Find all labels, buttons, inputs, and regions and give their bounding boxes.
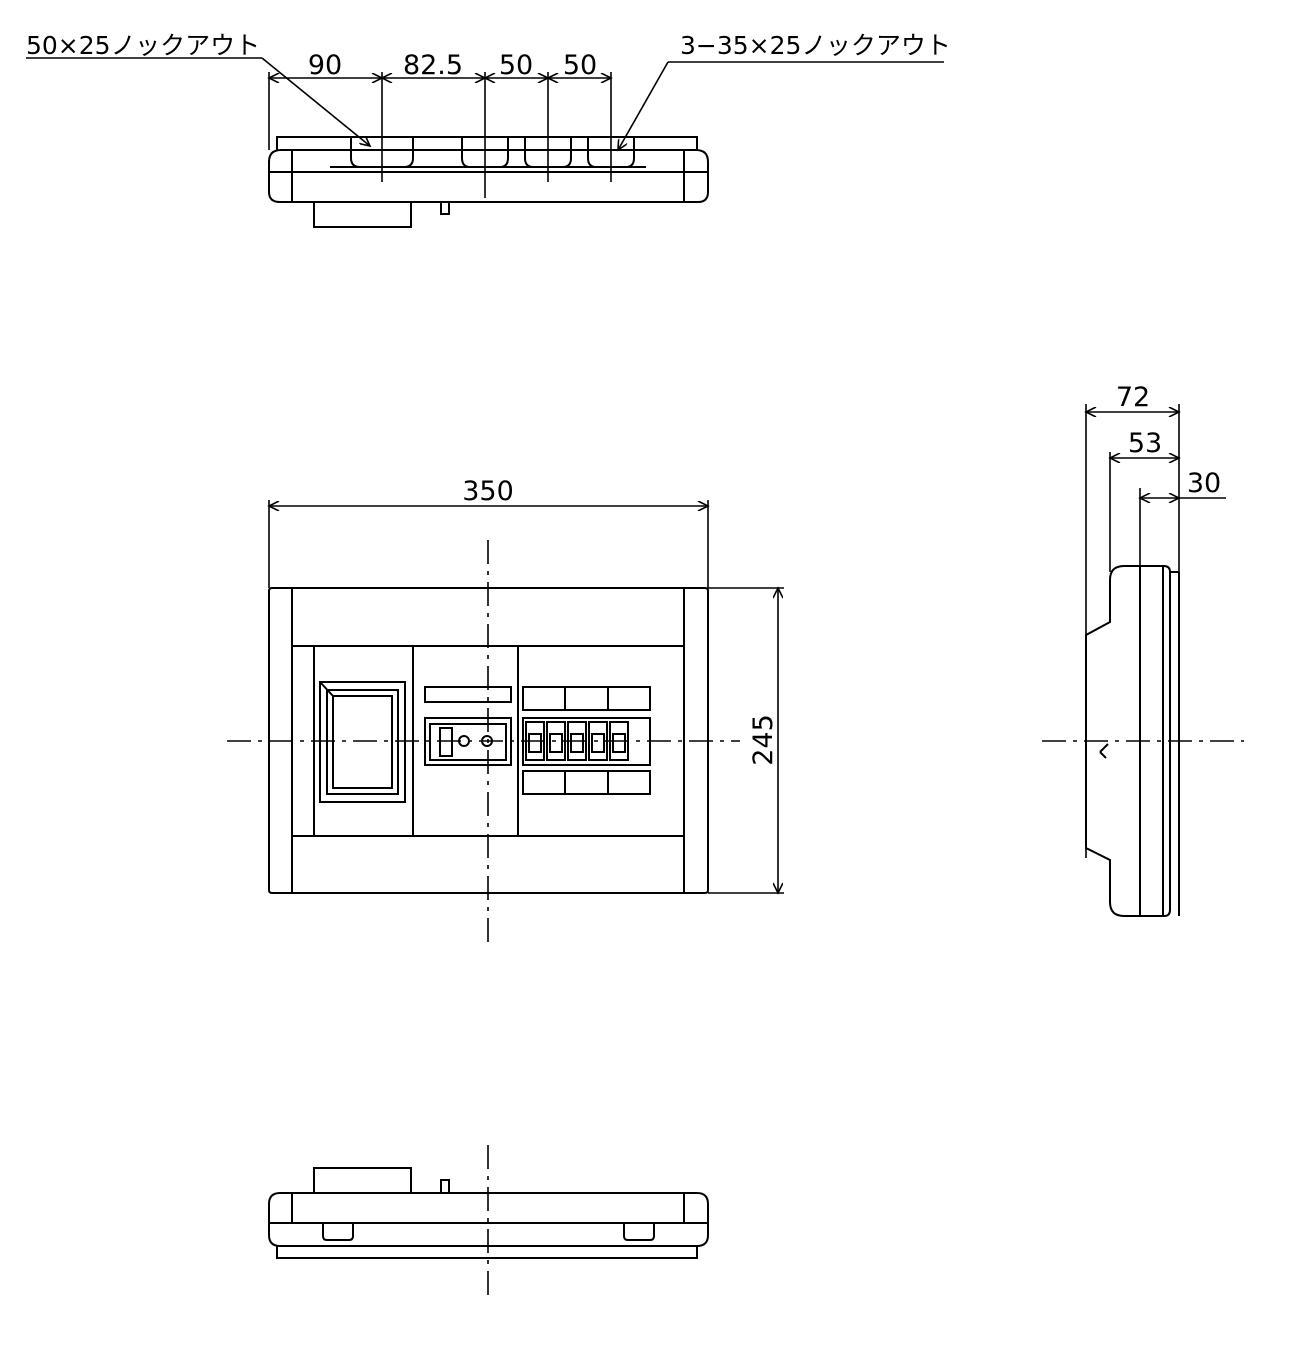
dim-90: 90 [308,50,342,81]
knockout-right-label: 3−35×25ノックアウト [680,31,951,60]
width-dim-350: 350 [462,476,514,507]
dim-50-b: 50 [563,50,597,81]
bottom-view [268,1145,709,1296]
dim-82-5: 82.5 [403,50,463,81]
height-dim-245: 245 [748,714,779,766]
side-view: 72 53 30 [1042,382,1244,917]
side-dim-30: 30 [1187,468,1221,499]
side-dim-72: 72 [1116,382,1150,413]
knockout-left-label: 50×25ノックアウト [26,31,260,60]
front-view: 350 245 [227,476,784,948]
top-dimension-chain [269,72,611,198]
side-dim-53: 53 [1128,428,1162,459]
top-view-body [268,136,709,228]
top-view: 50×25ノックアウト 3−35×25ノックアウト 90 82.5 50 50 [26,31,951,228]
knockout-right-leader [618,61,669,150]
bottom-view-body [268,1167,709,1259]
dim-50-a: 50 [499,50,533,81]
knockout-left-leader [261,57,370,146]
